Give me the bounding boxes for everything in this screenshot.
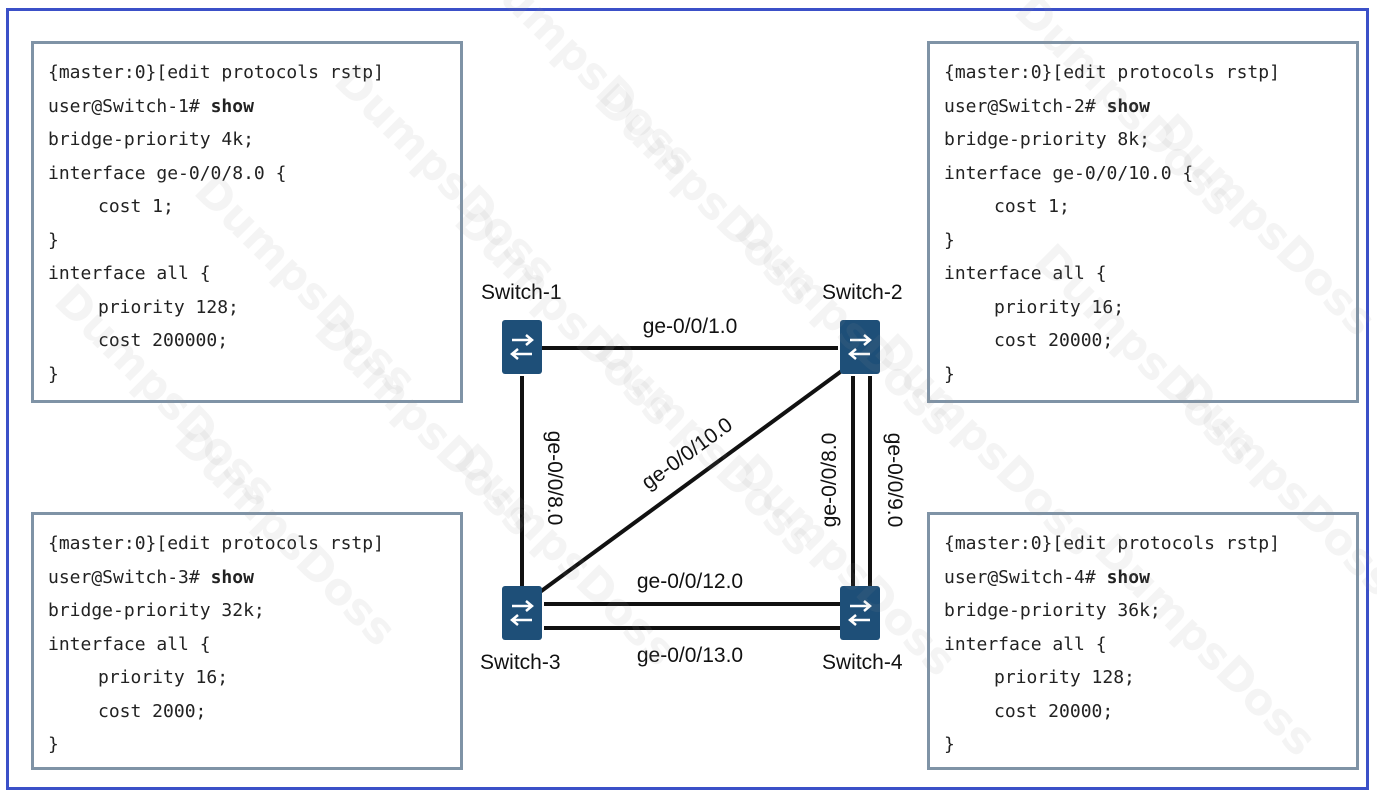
config-prompt: user@Switch-4# <box>944 566 1107 588</box>
switch-3-label: Switch-3 <box>480 651 561 674</box>
config-all-open: interface all { <box>944 633 1107 655</box>
config-context: {master:0}[edit protocols rstp] <box>48 533 384 554</box>
config-all-open: interface all { <box>48 263 211 284</box>
config-interface-close: } <box>944 229 955 251</box>
switch-1-icon <box>502 320 542 374</box>
config-prompt-line: user@Switch-1# show <box>48 90 460 124</box>
config-context: {master:0}[edit protocols rstp] <box>48 62 384 83</box>
config-prompt-line: user@Switch-2# show <box>944 90 1356 124</box>
config-box-switch-1: {master:0}[edit protocols rstp] user@Swi… <box>31 41 463 403</box>
switch-2-icon <box>840 320 880 374</box>
config-all-cost: cost 20000; <box>994 330 1114 351</box>
config-bridge-priority: bridge-priority 8k; <box>944 129 1150 150</box>
config-command: show <box>210 566 254 588</box>
config-prompt-line: user@Switch-3# show <box>48 561 460 595</box>
switch-4-icon <box>840 586 880 640</box>
config-all-cost: cost 20000; <box>994 700 1114 722</box>
config-box-switch-3: {master:0}[edit protocols rstp] user@Swi… <box>31 512 463 770</box>
config-all-open: interface all { <box>48 633 211 655</box>
config-all-open: interface all { <box>944 263 1107 284</box>
link-label-s3-s4-b: ge-0/0/13.0 <box>637 644 743 667</box>
config-all-close: } <box>944 363 955 385</box>
config-all-close: } <box>48 734 59 755</box>
config-context: {master:0}[edit protocols rstp] <box>944 533 1280 554</box>
config-all-priority: priority 16; <box>98 667 229 688</box>
config-all-priority: priority 128; <box>98 296 239 318</box>
config-all-cost: cost 2000; <box>98 700 207 722</box>
link-label-s2-s4-b: ge-0/0/9.0 <box>883 433 906 528</box>
config-prompt: user@Switch-2# <box>944 95 1107 117</box>
config-all-close: } <box>48 363 59 385</box>
config-bridge-priority: bridge-priority 32k; <box>48 600 265 621</box>
config-context: {master:0}[edit protocols rstp] <box>944 62 1280 83</box>
switch-1-label: Switch-1 <box>481 281 562 304</box>
config-command: show <box>210 95 254 117</box>
link-label-s1-s2: ge-0/0/1.0 <box>643 315 738 338</box>
link-label-s3-s4-a: ge-0/0/12.0 <box>637 570 743 593</box>
config-command: show <box>1106 566 1150 588</box>
config-all-close: } <box>944 734 955 755</box>
config-box-switch-2: {master:0}[edit protocols rstp] user@Swi… <box>927 41 1359 403</box>
link-s2-s3 <box>538 368 845 594</box>
config-interface-close: } <box>48 229 59 251</box>
config-box-switch-4: {master:0}[edit protocols rstp] user@Swi… <box>927 512 1359 770</box>
config-all-cost: cost 200000; <box>98 330 229 351</box>
config-all-priority: priority 128; <box>994 667 1135 688</box>
config-prompt: user@Switch-3# <box>48 566 211 588</box>
config-interface-cost: cost 1; <box>994 196 1070 217</box>
config-prompt-line: user@Switch-4# show <box>944 561 1356 595</box>
switch-3-icon <box>502 586 542 640</box>
switch-4-label: Switch-4 <box>822 651 903 674</box>
config-prompt: user@Switch-1# <box>48 95 211 117</box>
config-command: show <box>1106 95 1150 117</box>
link-label-s1-s3: ge-0/0/8.0 <box>543 431 566 526</box>
config-all-priority: priority 16; <box>994 296 1125 318</box>
link-label-s2-s4-a: ge-0/0/8.0 <box>818 433 841 528</box>
config-interface-cost: cost 1; <box>98 196 174 217</box>
switch-2-label: Switch-2 <box>822 281 903 304</box>
config-interface-open: interface ge-0/0/8.0 { <box>48 162 287 184</box>
config-bridge-priority: bridge-priority 4k; <box>48 129 254 150</box>
config-bridge-priority: bridge-priority 36k; <box>944 600 1161 621</box>
config-interface-open: interface ge-0/0/10.0 { <box>944 162 1194 184</box>
